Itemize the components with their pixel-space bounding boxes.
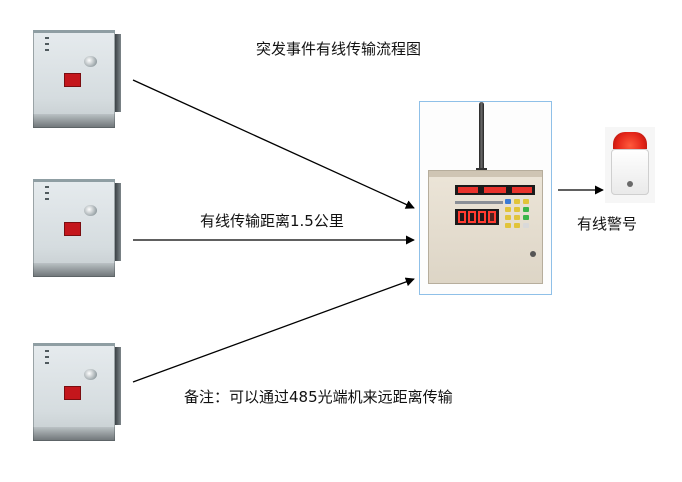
time-display <box>455 185 535 195</box>
alarm-button-icon <box>64 386 81 400</box>
siren-light-icon <box>613 132 647 149</box>
distance-label: 有线传输距离1.5公里 <box>200 212 344 230</box>
footnote: 备注：可以通过485光端机来远距离传输 <box>184 388 453 406</box>
led-indicators-icon <box>45 350 49 370</box>
control-panel-cabinet <box>428 170 543 284</box>
detector-1 <box>33 30 121 128</box>
alarm-button-icon <box>64 222 81 236</box>
page-title: 突发事件有线传输流程图 <box>256 40 422 58</box>
keypad-icon <box>505 199 537 239</box>
alarm-button-icon <box>64 73 81 87</box>
antenna-icon <box>479 102 484 172</box>
control-panel-photo <box>419 101 552 295</box>
led-indicators-icon <box>45 37 49 57</box>
arrow-detector-1-to-panel <box>132 79 415 209</box>
lock-icon <box>530 251 536 257</box>
sensor-icon <box>84 56 97 67</box>
detector-2 <box>33 179 121 277</box>
alarm-label: 有线警号 <box>577 215 638 233</box>
arrow-detector-3-to-panel <box>132 277 415 383</box>
wired-siren-photo <box>605 127 655 203</box>
detector-3 <box>33 343 121 441</box>
sensor-icon <box>84 369 97 380</box>
led-indicators-icon <box>45 186 49 206</box>
zone-display <box>455 209 499 225</box>
sensor-icon <box>84 205 97 216</box>
